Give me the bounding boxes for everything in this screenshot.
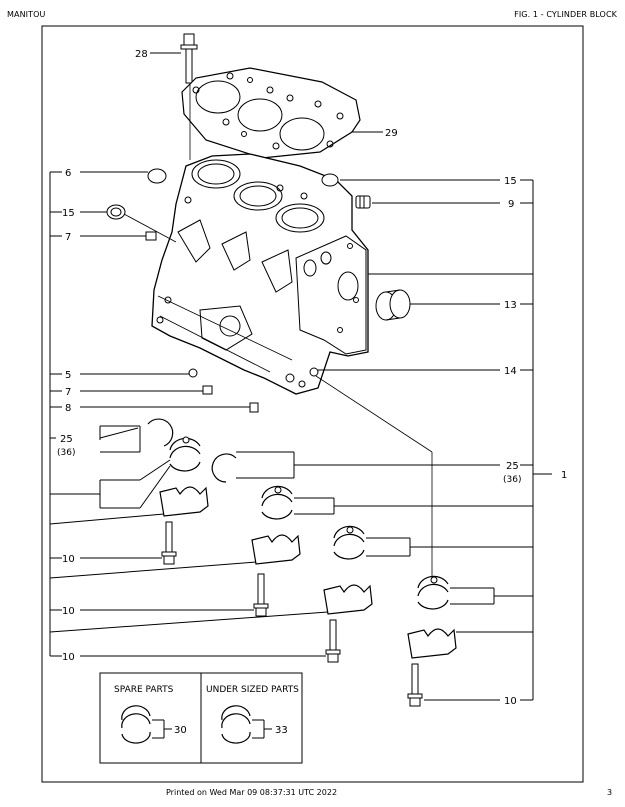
callout-36-left: (36): [57, 448, 75, 458]
head-bolt-28: [180, 33, 198, 84]
callout-10-c: 10: [62, 652, 75, 663]
diagram-frame: [41, 25, 584, 783]
threaded-plug-9: [355, 195, 371, 209]
bearing-cap-2: [251, 534, 301, 565]
callout-15-left: 15: [62, 208, 75, 219]
bearing-cap-bolt-10-2: [253, 573, 269, 617]
seal-15: [106, 204, 126, 220]
camshaft-bushing-13: [375, 289, 411, 321]
thrust-washer-25-right: [211, 453, 237, 483]
callout-15-right: 15: [504, 176, 517, 187]
plug-8: [249, 402, 259, 413]
callout-36-right: (36): [503, 475, 521, 485]
callout-28: 28: [135, 49, 148, 60]
callout-10-a: 10: [62, 554, 75, 565]
bearing-cap-bolt-10-3: [325, 619, 341, 663]
plug-7-lower: [202, 385, 213, 395]
legend-spare-parts-ref: 30: [174, 725, 187, 736]
document-brand: MANITOU: [7, 10, 46, 19]
callout-1: 1: [561, 470, 567, 481]
legend-under-sized-ref: 33: [275, 725, 288, 736]
callout-8: 8: [65, 403, 71, 414]
bearing-cap-3: [323, 584, 373, 615]
legend-spare-parts-label: SPARE PARTS: [114, 685, 174, 695]
main-bearing-4: [417, 575, 449, 610]
head-gasket-29: [181, 67, 361, 159]
callout-29: 29: [385, 128, 398, 139]
expansion-plug-15: [321, 173, 339, 187]
dowel-pin-14: [309, 367, 319, 377]
callout-7-lower: 7: [65, 387, 71, 398]
callout-9: 9: [508, 199, 514, 210]
main-bearing-3: [333, 525, 365, 560]
callout-7-upper: 7: [65, 232, 71, 243]
callout-25-right: 25: [506, 461, 519, 472]
bearing-cap-4: [407, 628, 457, 659]
main-bearing-upper-1: [169, 436, 201, 459]
callout-25-left: 25: [60, 434, 73, 445]
legend-boxes: [99, 672, 303, 764]
callout-10-b: 10: [62, 606, 75, 617]
bearing-cap-bolt-10-1: [161, 521, 177, 565]
main-bearing-lower-1: [169, 461, 201, 472]
print-timestamp: Printed on Wed Mar 09 08:37:31 UTC 2022: [166, 788, 338, 797]
main-bearing-2: [261, 485, 293, 520]
plug-7-upper: [145, 231, 157, 241]
plug-5: [188, 368, 198, 378]
thrust-washer-25-left: [147, 418, 174, 447]
figure-title: FIG. 1 - CYLINDER BLOCK: [514, 10, 617, 19]
bearing-cap-bolt-10-4: [407, 663, 423, 707]
page-number: 3: [607, 788, 613, 797]
bearing-cap-1: [159, 486, 209, 517]
legend-under-sized-label: UNDER SIZED PARTS: [206, 685, 299, 695]
cylinder-block: [151, 153, 369, 395]
callout-14: 14: [504, 366, 517, 377]
callout-13: 13: [504, 300, 517, 311]
callout-6: 6: [65, 168, 71, 179]
callout-10-d: 10: [504, 696, 517, 707]
expansion-plug-6: [147, 168, 167, 184]
callout-5: 5: [65, 370, 71, 381]
